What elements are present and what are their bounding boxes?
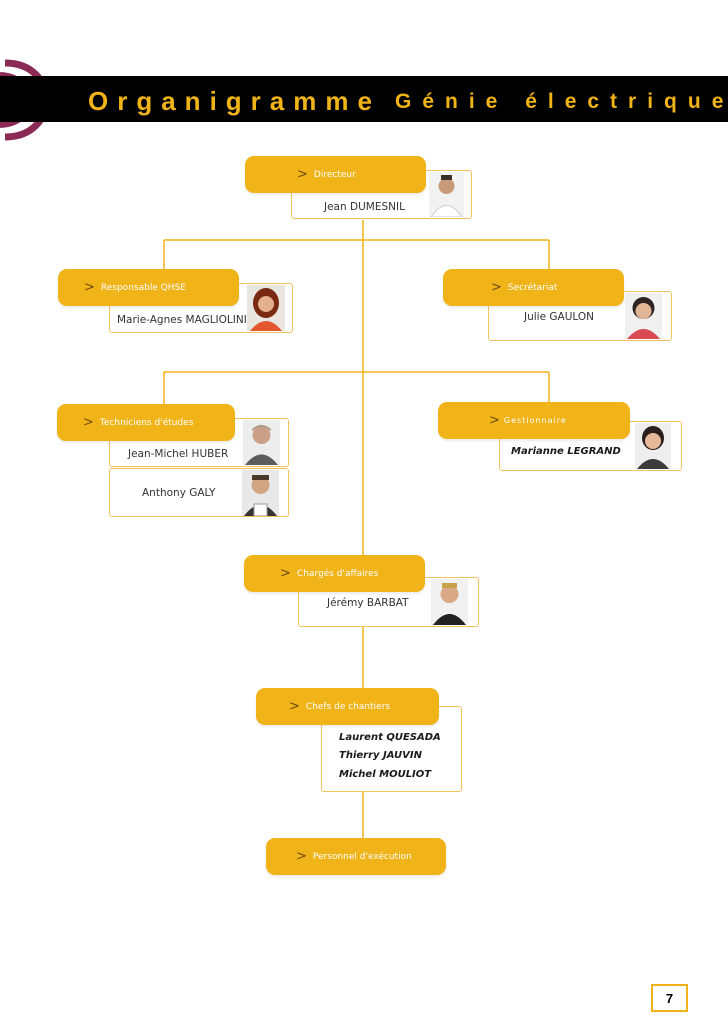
page-number: 7: [651, 984, 688, 1012]
page-title: Organigramme: [88, 86, 381, 116]
name-charges: Jérémy BARBAT: [327, 597, 409, 609]
chevron-right-icon: >: [296, 849, 307, 864]
chevron-right-icon: >: [289, 699, 300, 714]
role-label: Responsable QHSE: [100, 282, 186, 293]
name-chef-2: Thierry JAUVIN: [339, 750, 422, 761]
chevron-right-icon: >: [491, 280, 502, 295]
role-secretariat: > Secrétariat: [443, 269, 624, 306]
photo-qhse: [247, 285, 285, 331]
role-techniciens: > Techniciens d'études: [57, 404, 235, 441]
role-label: Personnel d'exécution: [312, 851, 412, 862]
title-bar: Organigramme Génie électrique: [0, 76, 728, 122]
role-charges: > Chargés d'affaires: [244, 555, 425, 592]
name-chef-3: Michel MOULIOT: [339, 769, 432, 780]
photo-technicien-2: [242, 470, 279, 516]
photo-technicien-1: [243, 420, 280, 465]
role-label: Directeur: [313, 169, 356, 180]
role-gestionnaire: > Gestionnaire: [438, 402, 630, 439]
role-label: Chargés d'affaires: [296, 568, 379, 579]
chevron-right-icon: >: [84, 280, 95, 295]
photo-gestionnaire: [635, 423, 671, 469]
chevron-right-icon: >: [297, 167, 308, 182]
page-subtitle: Génie électrique: [395, 90, 728, 113]
name-technicien-1: Jean-Michel HUBER: [128, 448, 229, 460]
name-gestionnaire: Marianne LEGRAND: [511, 446, 621, 457]
photo-charges: [431, 579, 468, 625]
chevron-right-icon: >: [280, 566, 291, 581]
chevron-right-icon: >: [83, 415, 94, 430]
chevron-right-icon: >: [489, 413, 501, 428]
name-technicien-2: Anthony GALY: [142, 487, 216, 499]
name-chef-1: Laurent QUESADA: [339, 732, 441, 743]
name-secretariat: Julie GAULON: [524, 311, 594, 323]
role-qhse: > Responsable QHSE: [58, 269, 239, 306]
role-chefs: > Chefs de chantiers: [256, 688, 439, 725]
role-label: Techniciens d'études: [99, 417, 194, 428]
role-label: Chefs de chantiers: [305, 701, 391, 712]
name-directeur: Jean DUMESNIL: [324, 201, 405, 213]
name-qhse: Marie-Agnes MAGLIOLINI: [117, 314, 247, 326]
role-directeur: > Directeur: [245, 156, 426, 193]
photo-directeur: [429, 172, 464, 217]
role-personnel: > Personnel d'exécution: [266, 838, 446, 875]
role-label: Gestionnaire: [503, 416, 567, 425]
role-label: Secrétariat: [507, 282, 558, 293]
photo-secretariat: [625, 293, 662, 339]
